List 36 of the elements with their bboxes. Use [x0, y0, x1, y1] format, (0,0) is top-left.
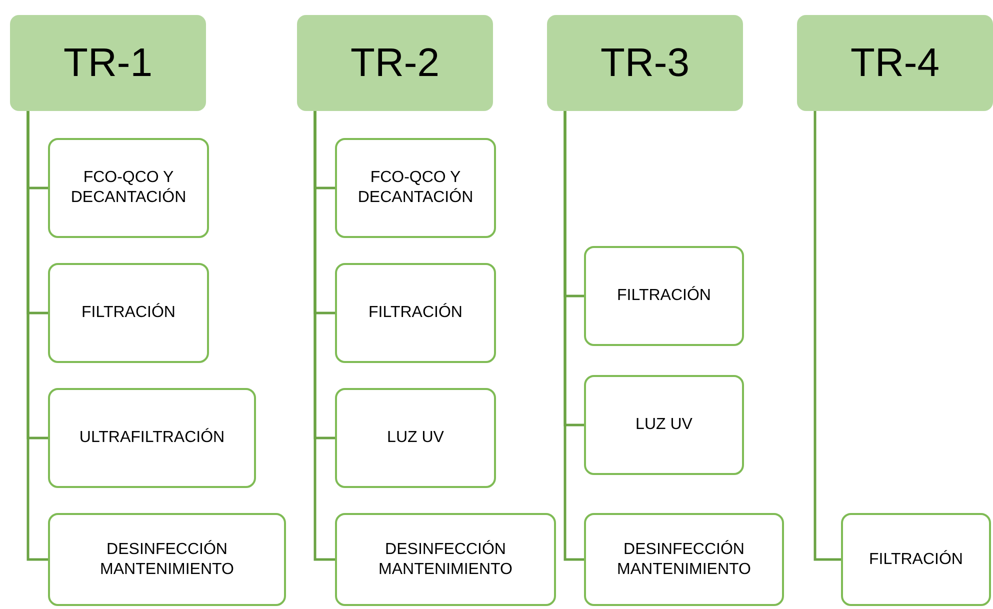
step-label: DESINFECCIÓN MANTENIMIENTO	[378, 540, 514, 580]
header-label: TR-4	[850, 40, 940, 86]
process-box	[335, 138, 496, 238]
connector-line	[26, 111, 48, 561]
header-box	[547, 15, 743, 111]
process-box	[48, 388, 256, 488]
process-box	[584, 375, 744, 475]
step-label: DESINFECCIÓN MANTENIMIENTO	[616, 540, 752, 580]
header-label: TR-1	[64, 40, 152, 86]
process-box	[48, 138, 209, 238]
step-label: FCO-QCO Y DECANTACIÓN	[356, 168, 474, 208]
process-box	[335, 513, 556, 606]
step-label: FILTRACIÓN	[82, 303, 176, 323]
connector-line	[314, 111, 335, 561]
header-box	[297, 15, 493, 111]
process-box	[584, 246, 744, 346]
step-label: ULTRAFILTRACIÓN	[79, 428, 225, 448]
step-label: DESINFECCIÓN MANTENIMIENTO	[99, 540, 235, 580]
step-label: LUZ UV	[636, 415, 692, 435]
connector-line	[814, 111, 841, 561]
step-label: FCO-QCO Y DECANTACIÓN	[70, 168, 188, 208]
process-box	[335, 388, 496, 488]
header-box	[10, 15, 206, 111]
header-box	[797, 15, 993, 111]
step-label: FILTRACIÓN	[368, 303, 462, 323]
process-box	[841, 513, 991, 606]
step-label: LUZ UV	[387, 428, 444, 448]
header-label: TR-2	[350, 40, 440, 86]
process-box	[584, 513, 784, 606]
process-box	[335, 263, 496, 363]
connector-line	[564, 111, 584, 561]
step-label: FILTRACIÓN	[869, 550, 963, 570]
header-label: TR-3	[600, 40, 690, 86]
process-box	[48, 513, 286, 606]
process-box	[48, 263, 209, 363]
step-label: FILTRACIÓN	[617, 286, 711, 306]
